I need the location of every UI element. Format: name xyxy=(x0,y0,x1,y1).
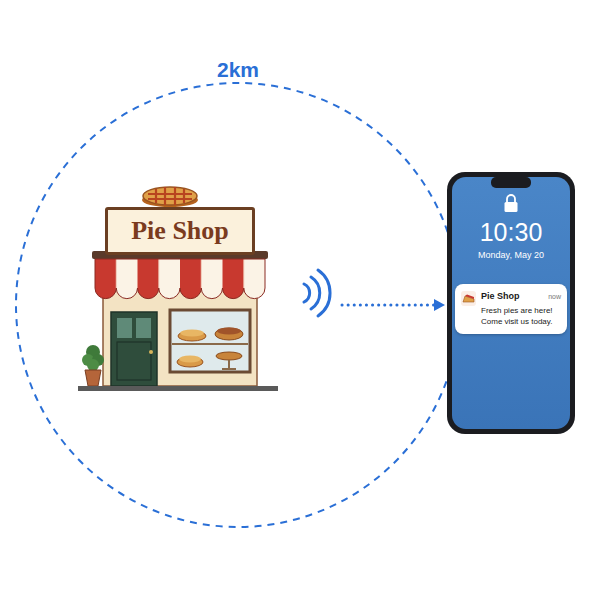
icon-filling xyxy=(465,295,474,300)
pie-on-roof xyxy=(148,187,192,205)
shop-door xyxy=(136,318,151,338)
potted-plant xyxy=(85,370,101,386)
signal-waves xyxy=(304,270,330,316)
shop-door xyxy=(111,312,157,386)
phone-screen xyxy=(452,177,570,429)
display-window xyxy=(170,310,250,372)
notification-body: Fresh pies are here! Come visit us today… xyxy=(481,305,561,327)
display-window xyxy=(222,368,236,370)
shop-door xyxy=(111,312,157,386)
shop-door xyxy=(117,318,132,338)
display-window xyxy=(170,310,250,372)
lock-icon xyxy=(505,202,518,212)
signal-waves xyxy=(318,270,330,316)
arrow-head xyxy=(434,299,445,311)
notification-card: Pie Shop nowFresh pies are here! Come vis… xyxy=(455,284,567,334)
display-window xyxy=(179,356,201,363)
pie-on-roof xyxy=(148,193,192,195)
display-window xyxy=(215,328,243,340)
phone-notch xyxy=(491,177,531,188)
range-label: 2km xyxy=(211,58,265,82)
clock-date: Monday, May 20 xyxy=(447,250,575,261)
dotted-line xyxy=(342,304,435,307)
lock-icon xyxy=(507,195,515,203)
shop-building xyxy=(92,251,268,386)
pie-on-roof xyxy=(174,187,176,205)
shop-node: Pie Shop xyxy=(78,180,340,392)
display-window xyxy=(172,343,248,345)
potted-plant xyxy=(87,359,99,371)
shop-name: Pie Shop xyxy=(108,210,252,252)
display-window xyxy=(180,330,204,337)
lock-icon xyxy=(505,195,518,212)
signal-waves xyxy=(311,277,320,309)
potted-plant xyxy=(82,345,104,386)
ground-line xyxy=(78,386,278,391)
clock-time: 10:30 xyxy=(447,218,575,246)
pie-on-roof xyxy=(164,187,166,205)
shop-sign: Pie Shop xyxy=(105,207,255,255)
signal-arrow xyxy=(342,299,445,311)
time-ago: now xyxy=(548,291,561,303)
signal-waves xyxy=(304,284,310,302)
phone-frame xyxy=(447,172,575,434)
pie-on-roof xyxy=(155,189,157,203)
app-name: Pie Shop xyxy=(481,290,520,302)
display-window xyxy=(216,352,242,360)
range-circle xyxy=(16,83,460,527)
pie-on-roof xyxy=(183,189,185,203)
display-window xyxy=(228,360,230,368)
display-window xyxy=(217,328,241,335)
pie-app-icon xyxy=(461,291,476,306)
shop-building xyxy=(95,259,265,299)
shop-door xyxy=(149,350,153,354)
pie-on-roof xyxy=(148,198,192,200)
shop-door xyxy=(117,342,151,380)
pie-on-roof xyxy=(142,187,198,207)
pie-on-roof xyxy=(143,187,197,205)
phone-node: 10:30Monday, May 20 Pie Shop nowFresh pies… xyxy=(447,172,575,434)
icon-bg xyxy=(461,291,476,306)
card-header: Pie Shop now xyxy=(481,290,561,303)
